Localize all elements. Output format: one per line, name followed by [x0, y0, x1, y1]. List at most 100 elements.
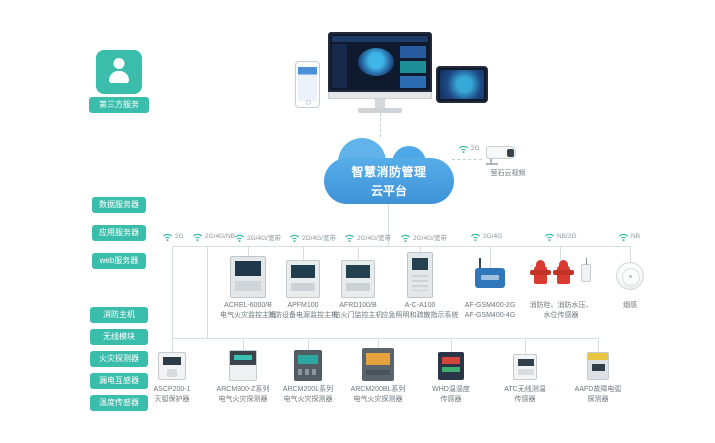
category-badge-leakage-ct: 漏电互感器: [90, 373, 148, 389]
monitor-stand: [375, 99, 385, 108]
drop-line: [451, 338, 452, 352]
connection-label: 2G/4G/宽带: [289, 232, 336, 242]
connection-text: 2G/4G/NB: [205, 233, 235, 240]
device-model: 消防栓、消防水压、: [529, 302, 593, 309]
camera-body: [486, 146, 516, 159]
device-model: 烟感: [623, 302, 637, 309]
device-label: ACREL-6000/B 电气火灾监控主机: [202, 301, 294, 321]
fire-hydrant-icon: [530, 260, 551, 284]
device-desc: 传感器: [514, 396, 536, 404]
device-atc-sensor: [513, 354, 537, 380]
category-badge-temp-sensor: 温度传感器: [90, 395, 148, 411]
device-desc: 电气火灾探测器: [283, 396, 333, 404]
drop-line: [358, 246, 359, 260]
device-desc: 消防设备电源监控主机: [268, 312, 338, 320]
person-icon: [109, 58, 129, 86]
server-badge-web: web服务器: [92, 253, 146, 269]
connection-label: 2G/4G/NB: [192, 232, 235, 241]
third-party-badge: 第三方服务: [89, 97, 149, 113]
phone-icon: [295, 61, 320, 108]
device-desc: 传感器: [440, 396, 462, 404]
device-model: ARCM300-Z系列: [216, 386, 270, 393]
connection-text: 2G/4G/宽带: [302, 235, 336, 242]
category-badge-fire-host: 消防主机: [90, 307, 148, 323]
connection-label: 2G/4G/宽带: [400, 232, 447, 242]
connection-label: 2G/4G/宽带: [344, 232, 391, 242]
wifi-icon: [619, 233, 628, 241]
cloud-drop-line: [388, 204, 389, 246]
device-model: ARCM200BL系列: [350, 386, 406, 393]
connection-label: 2G: [162, 232, 184, 241]
device-desc: AF-GSM400-4G: [464, 312, 516, 320]
wifi-icon: [401, 234, 410, 242]
connection-label: NB: [618, 232, 640, 241]
monitor-chin: [328, 92, 432, 99]
camera-icon: [484, 144, 524, 168]
connection-label: NB/2G: [544, 232, 577, 241]
connection-text: NB: [631, 233, 641, 240]
device-desc: 防火门监控主机: [333, 312, 383, 320]
camera-mount: [490, 159, 492, 164]
device-afrd100-host: [341, 260, 375, 298]
drop-line: [525, 338, 526, 354]
connection-text: NB/2G: [557, 233, 577, 240]
camera-label-text: 萤石云视频: [490, 170, 526, 177]
camera-label: 萤石云视频: [478, 169, 538, 179]
device-label: 烟感: [584, 301, 676, 311]
wifi-icon: [545, 233, 554, 241]
device-model: AAFD故障电弧: [574, 386, 622, 393]
device-aca100-cabinet: [407, 252, 433, 298]
device-label: ATC无线测温传感器: [479, 385, 571, 405]
device-ascp200: [158, 352, 186, 380]
camera-network-text: 2G: [471, 145, 480, 152]
server-badge-app: 应用服务器: [92, 225, 146, 241]
cloud-icon: [324, 158, 454, 204]
device-model: APFM100: [287, 302, 319, 309]
drop-line: [303, 246, 304, 260]
connection-text: 2G/4G: [483, 233, 503, 240]
device-apfm100-host: [286, 260, 320, 298]
tablet-icon: [436, 66, 488, 103]
cloud-title-line1: 智慧消防管理: [351, 165, 427, 179]
wifi-icon: [163, 233, 172, 241]
device-desc: 电气火灾监控主机: [220, 312, 276, 320]
device-model: ACREL-6000/B: [224, 302, 272, 309]
device-desc: 灭弧保护器: [154, 396, 190, 404]
device-model: ASCP200-1: [153, 386, 191, 393]
connection-label: 2G/4G/宽带: [234, 232, 281, 242]
device-arcm300z: [229, 350, 257, 381]
device-arcm200bl: [362, 348, 394, 381]
device-desc: 水位传感器: [543, 312, 579, 320]
device-desc: 电气火灾探测器: [218, 396, 268, 404]
drop-line: [248, 246, 249, 256]
bus-line-1: [172, 246, 631, 247]
device-label: AAFD故障电弧探测器: [552, 385, 644, 405]
monitor-icon: [328, 32, 432, 113]
device-label: APFM100 消防设备电源监控主机: [257, 301, 349, 321]
connection-text: 2G: [175, 233, 184, 240]
device-desc: 应急照明和疏散指示系统: [381, 312, 459, 320]
drop-line: [490, 246, 491, 268]
drop-line: [630, 246, 631, 262]
server-badge-data: 数据服务器: [92, 197, 146, 213]
device-whd-sensor: [438, 352, 464, 380]
drop-line: [378, 338, 379, 348]
drop-line: [172, 338, 173, 352]
device-desc: 电气火灾探测器: [353, 396, 403, 404]
third-party-icon: [96, 50, 142, 94]
device-label: ASCP200-1 灭弧保护器: [126, 385, 218, 405]
device-arcm200l: [294, 350, 322, 381]
wifi-icon: [471, 233, 480, 241]
device-acrel6000-host: [230, 256, 266, 298]
device-label: 消防栓、消防水压、水位传感器: [515, 301, 607, 321]
wifi-icon: [290, 234, 299, 242]
drop-line: [243, 338, 244, 350]
monitor-cloud-dashed-line: [380, 113, 381, 137]
connection-text: 2G/4G/宽带: [413, 235, 447, 242]
device-label: WHD温湿度传感器: [405, 385, 497, 405]
wifi-icon: [459, 145, 468, 153]
drop-line-long: [172, 246, 173, 338]
